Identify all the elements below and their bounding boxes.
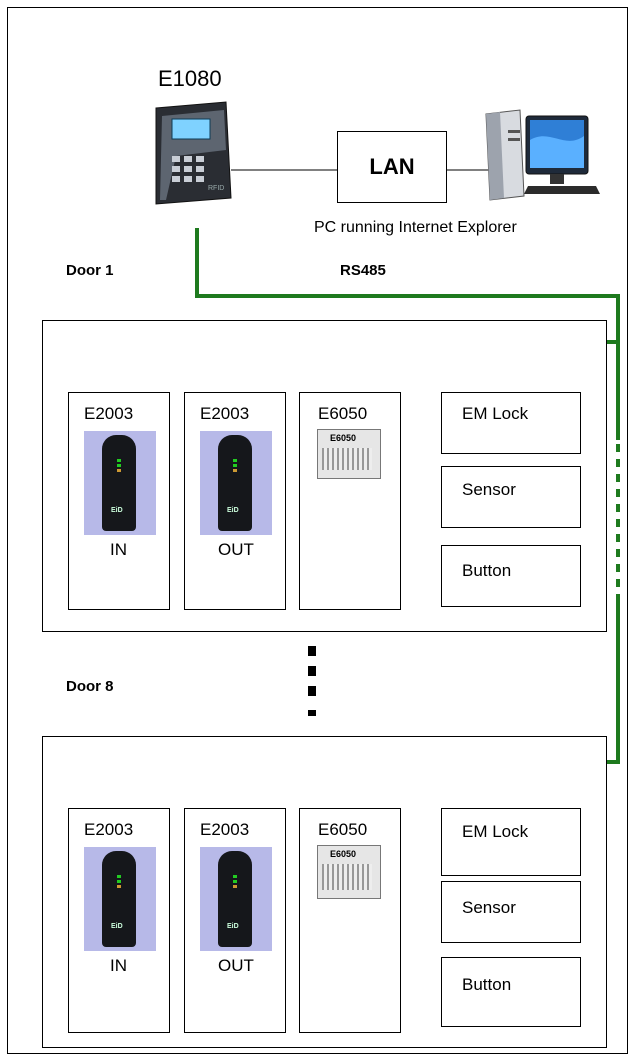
door-panel-door1: E2003 EiD IN E2003 EiD [42,320,607,632]
reader-in-photo: EiD [84,847,156,951]
output-button-door1: Button [441,545,581,607]
output-label: Sensor [462,898,516,917]
reader-out-photo: EiD [200,431,272,535]
module-chip-text: E6050 [330,849,357,859]
reader-out-door1: E2003 EiD OUT [184,392,286,610]
reader-in-caption: IN [110,956,127,975]
reader-in-photo: EiD [84,431,156,535]
card-reader-icon: EiD [102,851,136,947]
card-reader-icon: EiD [102,435,136,531]
reader-in-model: E2003 [84,820,134,839]
output-label: Button [462,561,512,580]
output-sensor-door8: Sensor [441,881,581,943]
reader-brand: EiD [227,923,239,930]
module-chip-text: E6050 [330,433,357,443]
reader-in-model: E2003 [84,404,134,423]
output-em-lock-door1: EM Lock [441,392,581,454]
rs485-label: RS485 [340,262,386,279]
controller-label: E1080 [158,66,222,91]
door-title-door8: Door 8 [66,678,114,695]
module-e6050-door8: E6050 E6050 [299,808,401,1033]
reader-out-photo: EiD [200,847,272,951]
reader-out-model: E2003 [200,404,250,423]
reader-brand: EiD [111,507,123,514]
reader-out-caption: OUT [218,540,254,559]
outer-frame [7,7,628,1054]
lan-box: LAN [337,131,447,203]
card-reader-icon: EiD [218,851,252,947]
pc-caption: PC running Internet Explorer [314,219,517,236]
door-panel-door8: E2003 EiD IN E2003 EiD [42,736,607,1048]
output-label: Button [462,975,512,994]
module-chip-icon: E6050 [317,429,381,479]
module-model: E6050 [318,404,368,423]
output-button-door8: Button [441,957,581,1027]
output-em-lock-door8: EM Lock [441,808,581,876]
lan-label: LAN [369,154,415,179]
reader-brand: EiD [111,923,123,930]
reader-in-caption: IN [110,540,127,559]
module-chip-icon: E6050 [317,845,381,899]
reader-out-model: E2003 [200,820,250,839]
pc-icon [485,109,600,201]
e1080-device: RFID [155,101,232,205]
module-model: E6050 [318,820,368,839]
card-reader-icon: EiD [218,435,252,531]
reader-in-door1: E2003 EiD IN [68,392,170,610]
output-label: EM Lock [462,404,529,423]
reader-in-door8: E2003 EiD IN [68,808,170,1033]
output-label: Sensor [462,480,516,499]
module-e6050-door1: E6050 E6050 [299,392,401,610]
ellipsis-marker [308,646,316,716]
reader-out-door8: E2003 EiD OUT [184,808,286,1033]
door-title-door1: Door 1 [66,262,114,279]
output-sensor-door1: Sensor [441,466,581,528]
svg-text:RFID: RFID [208,185,224,192]
reader-brand: EiD [227,507,239,514]
rs485-trunk [195,228,620,440]
reader-out-caption: OUT [218,956,254,975]
output-label: EM Lock [462,822,529,841]
